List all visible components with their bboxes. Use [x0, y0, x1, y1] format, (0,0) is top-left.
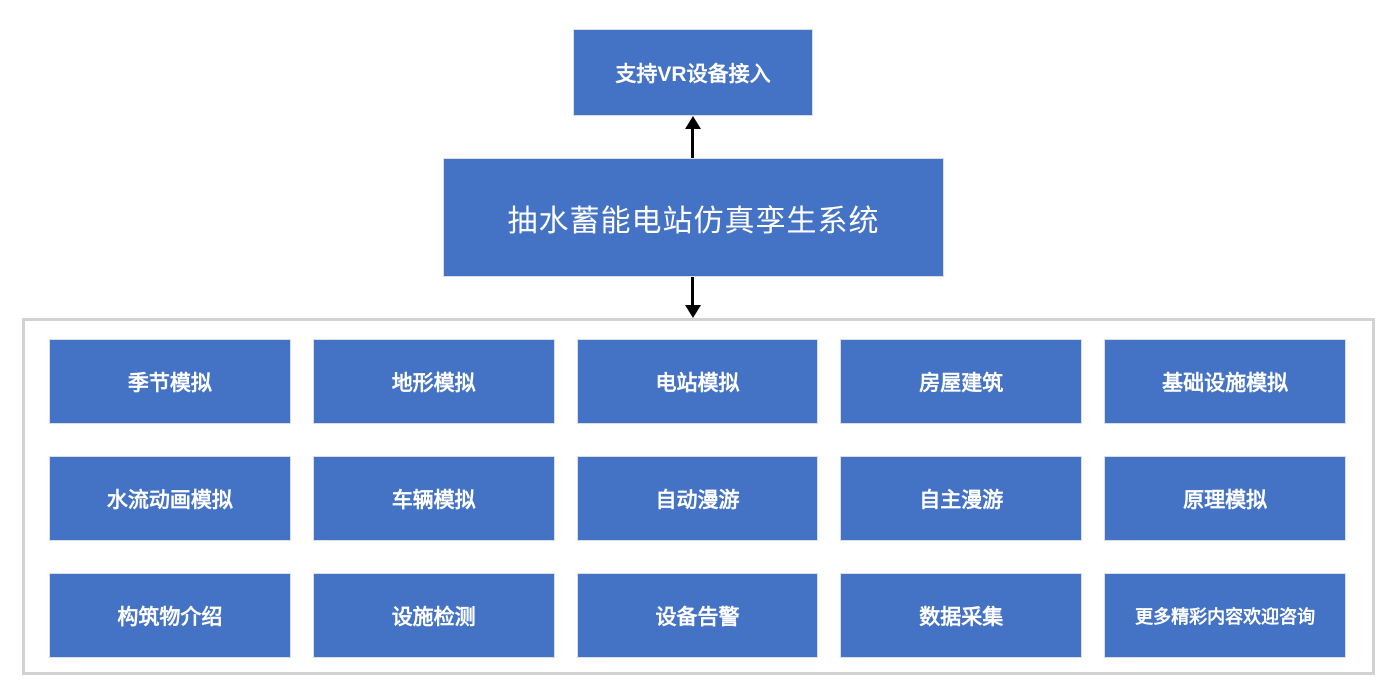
vr-support-box: 支持VR设备接入 — [573, 29, 813, 116]
arrow-down-connector — [684, 277, 701, 318]
arrow-up-head-icon — [684, 116, 701, 129]
feature-box-waterflow-animation: 水流动画模拟 — [49, 456, 291, 541]
feature-box-structure-intro: 构筑物介绍 — [49, 573, 291, 658]
feature-box-device-alarm: 设备告警 — [576, 573, 819, 658]
feature-box-buildings: 房屋建筑 — [840, 339, 1083, 424]
feature-box-terrain-sim: 地形模拟 — [312, 339, 555, 424]
feature-box-more-content-contact: 更多精彩内容欢迎咨询 — [1104, 573, 1346, 658]
features-grid: 季节模拟 地形模拟 电站模拟 房屋建筑 基础设施模拟 水流动画模拟 车辆模拟 自… — [49, 339, 1346, 658]
feature-box-data-collection: 数据采集 — [840, 573, 1083, 658]
feature-box-auto-roam: 自动漫游 — [576, 456, 819, 541]
feature-box-vehicle-sim: 车辆模拟 — [312, 456, 555, 541]
system-title-box: 抽水蓄能电站仿真孪生系统 — [443, 158, 944, 277]
arrow-up-stem — [691, 129, 694, 158]
arrow-down-head-icon — [684, 305, 701, 318]
feature-box-facility-inspection: 设施检测 — [312, 573, 555, 658]
feature-box-infrastructure-sim: 基础设施模拟 — [1104, 339, 1346, 424]
feature-box-season-sim: 季节模拟 — [49, 339, 291, 424]
feature-box-principle-sim: 原理模拟 — [1104, 456, 1346, 541]
arrow-down-stem — [691, 277, 694, 305]
feature-box-free-roam: 自主漫游 — [840, 456, 1083, 541]
feature-box-station-sim: 电站模拟 — [576, 339, 819, 424]
features-frame: 季节模拟 地形模拟 电站模拟 房屋建筑 基础设施模拟 水流动画模拟 车辆模拟 自… — [22, 318, 1375, 675]
arrow-up-connector — [684, 116, 701, 158]
